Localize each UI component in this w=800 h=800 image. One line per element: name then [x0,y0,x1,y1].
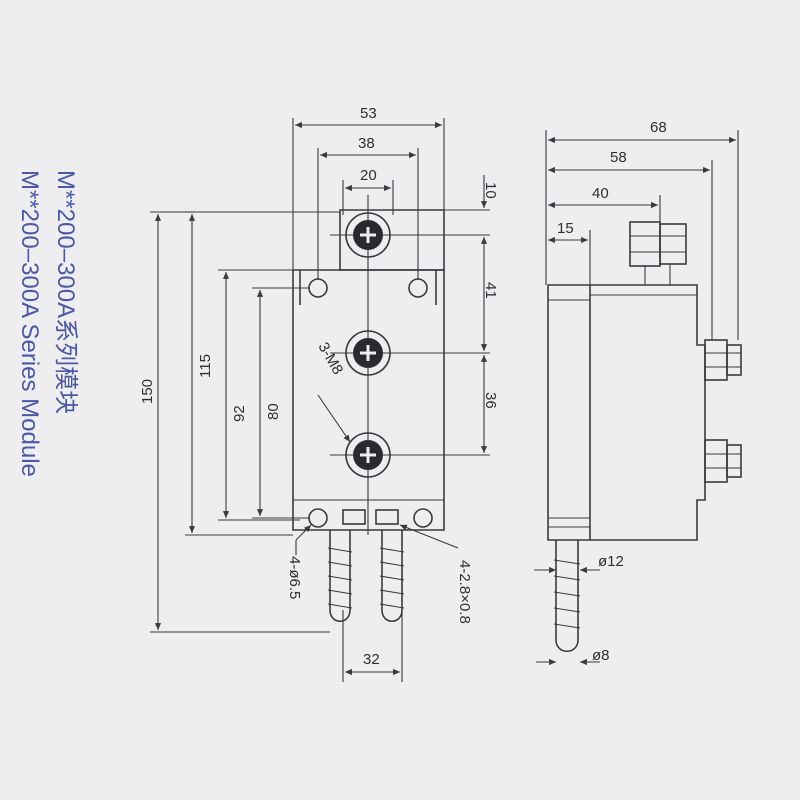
mount-hole-top-left [308,278,328,298]
terminal-leader [317,394,351,443]
side-view: 68 58 40 15 ø12 ø8 [534,119,742,666]
side-top-nut [629,221,687,285]
dim-150-label: 150 [139,379,156,404]
terminal-screw-1 [345,212,391,258]
module-body-outline [292,269,445,531]
front-view: 53 38 20 10 41 36 150 115 92 [139,105,499,682]
dim-36-label: 36 [482,392,499,409]
dim-92-label: 92 [231,405,248,422]
bottom-terminal-right [379,530,405,623]
mount-hole-bottom-left [308,508,328,528]
tab-connector-2 [375,509,399,525]
side-body-outline [590,284,706,541]
side-title-chinese: M**200–300A系列模块 [52,170,79,414]
dim-80-label: 80 [265,403,282,420]
dim-53-label: 53 [360,105,377,122]
mount-hole-top-right [408,278,428,298]
terminal-screw-3 [345,432,391,478]
holes-spec-label: 4-ø6.5 [286,556,303,599]
terminal-spec-label: 3-M8 [315,340,347,378]
side-bottom-terminal [553,540,581,653]
dim-32-label: 32 [363,651,380,668]
dim-10-label: 10 [482,182,499,199]
base-plate [547,284,591,541]
holes-leader [295,524,312,541]
dim-68-label: 68 [650,119,667,136]
dim-d12-label: ø12 [598,553,624,570]
dim-20-label: 20 [360,167,377,184]
bottom-terminal-left [327,530,353,623]
dim-115-label: 115 [197,354,214,378]
dim-d8-label: ø8 [592,647,610,664]
dim-40-label: 40 [592,185,609,202]
dim-15-label: 15 [557,220,574,237]
side-right-nut-lower [704,439,742,483]
terminal-screw-2 [345,330,391,376]
dim-38-label: 38 [358,135,375,152]
side-title-english: M**200–300A Series Module [16,170,43,477]
tabs-leader [399,524,459,549]
dim-41-label: 41 [482,282,499,299]
tab-connector-1 [342,509,366,525]
dim-58-label: 58 [610,149,627,166]
side-title: M**200–300A系列模块 M**200–300A Series Modul… [16,170,79,477]
side-right-nut-upper [704,339,742,381]
mount-hole-bottom-right [413,508,433,528]
tabs-spec-label: 4-2.8×0.8 [456,560,473,624]
